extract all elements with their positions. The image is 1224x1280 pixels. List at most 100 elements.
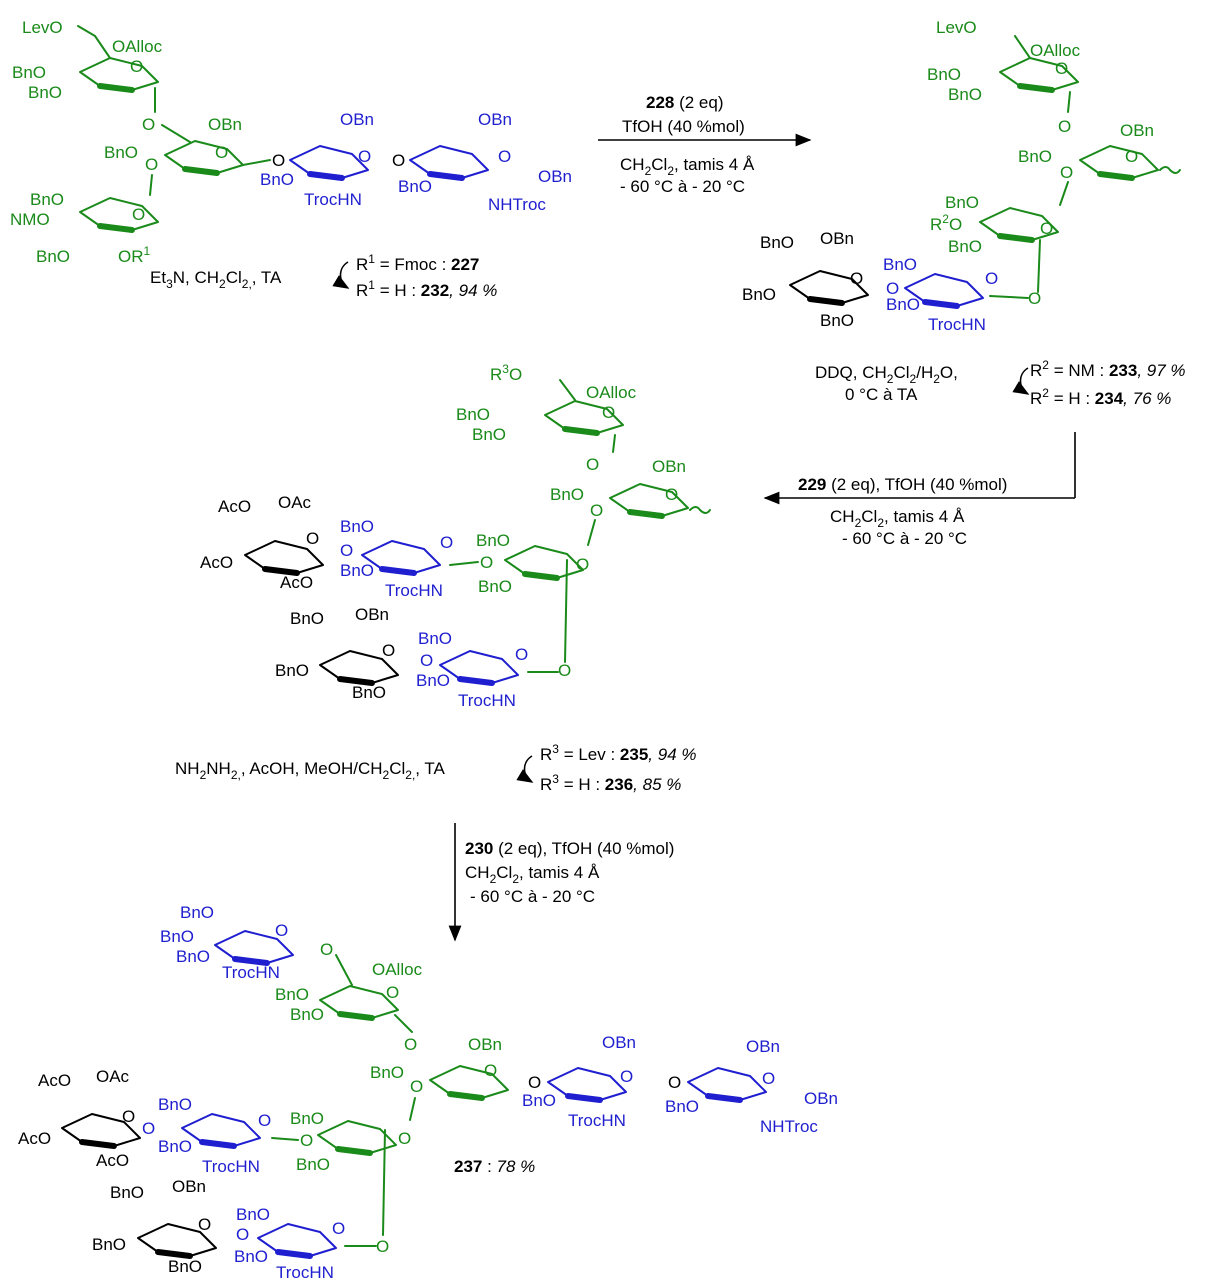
label-bno: BnO bbox=[456, 405, 490, 424]
label-obn: OBn bbox=[172, 1177, 206, 1196]
label-o: O bbox=[515, 645, 528, 664]
label-bno: BnO bbox=[398, 177, 432, 196]
label-o: O bbox=[985, 269, 998, 288]
label-o: O bbox=[850, 269, 863, 288]
label-o: O bbox=[762, 1069, 775, 1088]
label-bno: BnO bbox=[36, 247, 70, 266]
label-bno: BnO bbox=[260, 170, 294, 189]
label-trochn: TrocHN bbox=[568, 1111, 626, 1130]
label-o: O bbox=[275, 921, 288, 940]
deprotection-3: NH2NH2,, AcOH, MeOH/CH2Cl2,, TA R3 = Lev… bbox=[175, 742, 697, 794]
step2-line2: CH2Cl2, tamis 4 Å bbox=[830, 507, 965, 530]
label-or1: OR1 bbox=[118, 244, 151, 266]
label-bno: BnO bbox=[948, 237, 982, 256]
label-bno: BnO bbox=[370, 1063, 404, 1082]
label-bno: BnO bbox=[290, 1109, 324, 1128]
label-obn: OBn bbox=[804, 1089, 838, 1108]
label-bno: BnO bbox=[296, 1155, 330, 1174]
step1-line2: TfOH (40 %mol) bbox=[622, 117, 745, 136]
label-o: O bbox=[130, 57, 143, 76]
label-aco: AcO bbox=[38, 1071, 71, 1090]
label-o: O bbox=[586, 455, 599, 474]
label-bno: BnO bbox=[168, 1257, 202, 1276]
label-o: O bbox=[376, 1237, 389, 1256]
label-o: O bbox=[320, 940, 333, 959]
r2-nm: R2 = NM : 233, 97 % bbox=[1030, 358, 1186, 380]
label-bno: BnO bbox=[234, 1247, 268, 1266]
label-levo: LevO bbox=[22, 18, 63, 37]
label-o: O bbox=[886, 279, 899, 298]
label-o: O bbox=[1040, 219, 1053, 238]
label-o: O bbox=[142, 115, 155, 134]
label-oalloc: OAlloc bbox=[586, 383, 637, 402]
label-o: O bbox=[132, 205, 145, 224]
step1-line3: CH2Cl2, tamis 4 Å bbox=[620, 155, 755, 178]
label-o: O bbox=[145, 155, 158, 174]
step-1: 228 (2 eq) TfOH (40 %mol) CH2Cl2, tamis … bbox=[598, 93, 812, 196]
label-o: O bbox=[1060, 163, 1073, 182]
r2-h: R2 = H : 234, 76 % bbox=[1030, 386, 1171, 408]
label-o: O bbox=[1125, 147, 1138, 166]
label-o: O bbox=[300, 1131, 313, 1150]
label-bno: BnO bbox=[110, 1183, 144, 1202]
compound-227: LevO OAlloc O BnO BnO O OBn O BnO O BnO … bbox=[10, 18, 572, 266]
step3-line2: CH2Cl2, tamis 4 Å bbox=[465, 863, 600, 886]
label-bno: BnO bbox=[104, 143, 138, 162]
label-trochn: TrocHN bbox=[928, 315, 986, 334]
label-o: O bbox=[668, 1073, 681, 1092]
label-bno: BnO bbox=[1018, 147, 1052, 166]
label-obn: OBn bbox=[340, 110, 374, 129]
label-bno: BnO bbox=[886, 295, 920, 314]
deprot2-reagents: DDQ, CH2Cl2/H2O, bbox=[815, 363, 958, 386]
label-bno: BnO bbox=[522, 1091, 556, 1110]
label-o: O bbox=[198, 1215, 211, 1234]
label-bno: BnO bbox=[158, 1137, 192, 1156]
deprot3-reagents: NH2NH2,, AcOH, MeOH/CH2Cl2,, TA bbox=[175, 759, 446, 782]
r3-h: R3 = H : 236, 85 % bbox=[540, 772, 681, 794]
label-trochn: TrocHN bbox=[458, 691, 516, 710]
label-bno: BnO bbox=[550, 485, 584, 504]
label-o: O bbox=[398, 1129, 411, 1148]
label-o: O bbox=[142, 1119, 155, 1138]
label-o: O bbox=[484, 1061, 497, 1080]
label-o: O bbox=[1028, 289, 1041, 308]
label-bno: BnO bbox=[927, 65, 961, 84]
label-trochn: TrocHN bbox=[222, 963, 280, 982]
label-bno: BnO bbox=[883, 255, 917, 274]
r1-fmoc: R1 = Fmoc : 227 bbox=[356, 252, 479, 274]
r1-h: R1 = H : 232, 94 % bbox=[356, 278, 497, 300]
label-obn: OBn bbox=[820, 229, 854, 248]
step2-line1: 229 (2 eq), TfOH (40 %mol) bbox=[798, 475, 1007, 494]
label-nmo: NMO bbox=[10, 210, 50, 229]
compound-237: BnO BnO BnO TrocHN O O OAlloc O BnO BnO … bbox=[18, 903, 838, 1280]
label-bno: BnO bbox=[340, 517, 374, 536]
label-o: O bbox=[665, 485, 678, 504]
label-bno: BnO bbox=[30, 190, 64, 209]
label-bno: BnO bbox=[948, 85, 982, 104]
label-o: O bbox=[340, 541, 353, 560]
label-trochn: TrocHN bbox=[304, 190, 362, 209]
compound-233: LevO OAlloc O BnO BnO O OBn O BnO O BnO … bbox=[742, 18, 1181, 334]
label-oac: OAc bbox=[278, 493, 312, 512]
label-bno: BnO bbox=[340, 561, 374, 580]
label-o: O bbox=[258, 1111, 271, 1130]
label-o: O bbox=[498, 147, 511, 166]
label-r2o: R2O bbox=[930, 212, 962, 234]
step2-line3: - 60 °C à - 20 °C bbox=[842, 529, 967, 548]
label-bno: BnO bbox=[478, 577, 512, 596]
label-obn: OBn bbox=[468, 1035, 502, 1054]
label-aco: AcO bbox=[96, 1151, 129, 1170]
label-trochn: TrocHN bbox=[276, 1263, 334, 1280]
label-o: O bbox=[386, 983, 399, 1002]
label-bno: BnO bbox=[180, 903, 214, 922]
label-bno: BnO bbox=[290, 1005, 324, 1024]
deprot1-reagents: Et3N, CH2Cl2,, TA bbox=[150, 268, 282, 291]
label-o: O bbox=[392, 151, 405, 170]
label-bno: BnO bbox=[275, 985, 309, 1004]
label-bno: BnO bbox=[176, 947, 210, 966]
label-levo: LevO bbox=[936, 18, 977, 37]
label-trochn: TrocHN bbox=[202, 1157, 260, 1176]
label-bno: BnO bbox=[352, 683, 386, 702]
label-aco: AcO bbox=[200, 553, 233, 572]
